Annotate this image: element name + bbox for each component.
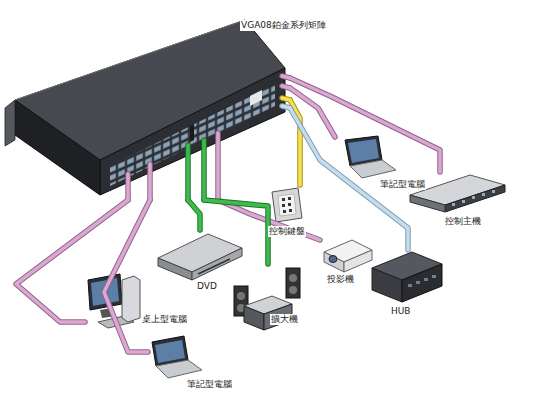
device-label: HUB	[390, 306, 412, 317]
laptop: 筆記型電腦	[148, 334, 204, 380]
matrix-chassis	[5, 20, 285, 195]
cable-stroke	[216, 133, 220, 200]
laptop-illustration	[152, 336, 202, 378]
cable-stroke	[215, 133, 221, 200]
cable-stroke	[125, 174, 131, 200]
cable-stroke	[148, 164, 152, 200]
cable-stroke	[204, 200, 268, 264]
device-label: 擴大機	[270, 314, 299, 325]
device-label: 控制主機	[444, 216, 482, 227]
cable-connector	[16, 174, 128, 322]
projector-illustration	[324, 240, 372, 272]
cable-connector	[204, 140, 268, 264]
hub: HUB	[370, 250, 444, 304]
cable-stroke	[104, 200, 150, 352]
device-label: 控制鍵盤	[268, 226, 306, 237]
device-label: DVD	[196, 281, 218, 292]
cable-stroke	[104, 200, 150, 352]
cable-connector	[188, 145, 200, 230]
cable-stroke	[188, 200, 200, 230]
cable-stroke	[186, 145, 190, 200]
cable-stroke	[290, 78, 440, 172]
device-label: 筆記型電腦	[186, 379, 233, 390]
cable-stroke	[202, 140, 206, 200]
cable-stroke	[204, 200, 268, 264]
amplifier: 擴大機	[230, 264, 304, 332]
control-keyboard: 控制鍵盤	[268, 185, 306, 224]
cable-stroke	[126, 174, 130, 200]
laptop-illustration	[345, 136, 396, 178]
laptop: 筆記型電腦	[335, 133, 399, 179]
dvd-illustration	[158, 234, 242, 280]
cable-stroke	[147, 164, 153, 200]
dvd-player: DVD	[156, 230, 244, 281]
amplifier-illustration	[234, 268, 300, 330]
cable-stroke	[188, 200, 200, 230]
projector: 投影機	[320, 236, 374, 274]
device-label: 筆記型電腦	[379, 179, 426, 190]
device-label: 桌上型電腦	[141, 314, 188, 325]
cable-stroke	[290, 78, 440, 172]
device-label: VGA08鉑金系列矩陣	[240, 20, 327, 31]
control-host: 控制主機	[408, 172, 506, 214]
hub-illustration	[372, 252, 442, 302]
cable-connector	[282, 76, 440, 172]
matrix-switcher: VGA08鉑金系列矩陣	[5, 18, 290, 200]
device-label: 投影機	[326, 274, 355, 285]
desktop-computer: 桌上型電腦	[85, 272, 143, 336]
cable-stroke	[201, 140, 207, 200]
cable-stroke	[185, 145, 191, 200]
control-keyboard-illustration	[272, 188, 302, 222]
